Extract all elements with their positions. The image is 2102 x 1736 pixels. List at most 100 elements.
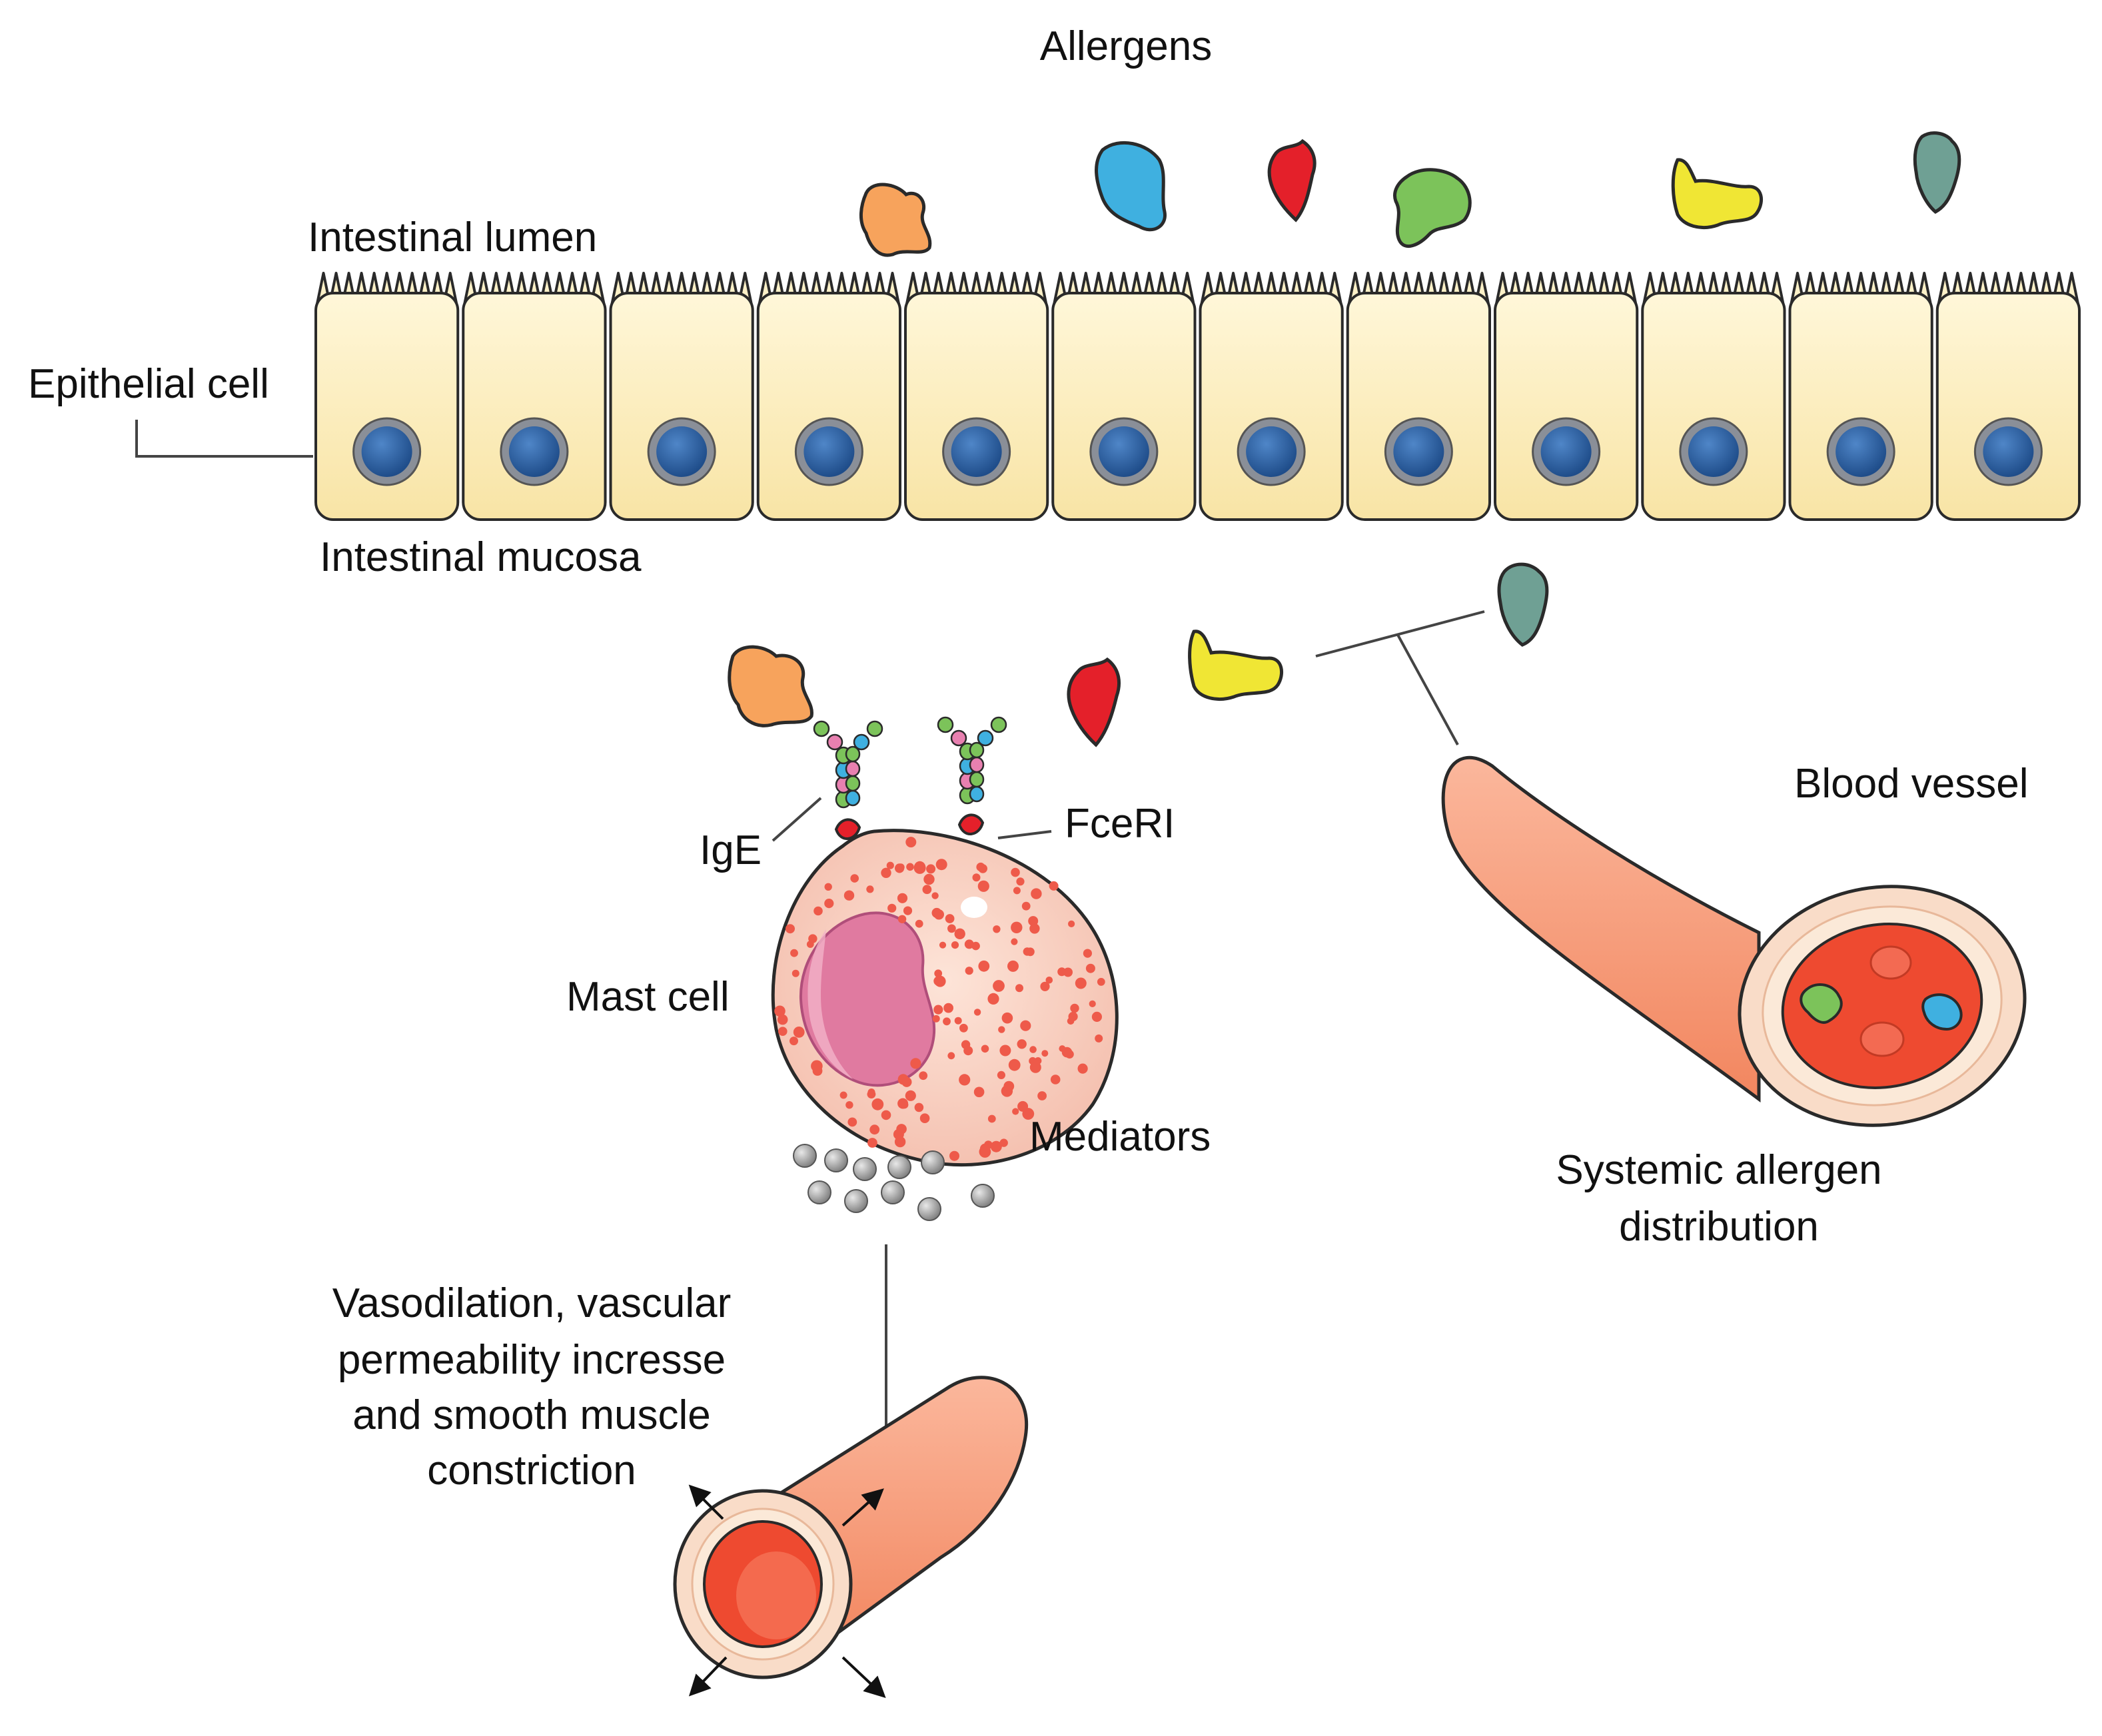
epithelial-cell-leader: [135, 420, 313, 458]
mast-cell-vacuole: [961, 897, 987, 918]
mast-cell: [771, 829, 1119, 1167]
granule: [973, 1009, 981, 1016]
nucleus: [1836, 426, 1887, 477]
ige-domain: [813, 720, 830, 737]
allergens-label: Allergens: [1040, 23, 1212, 69]
epithelial-cell-body: [609, 292, 754, 521]
ige-domain: [990, 716, 1007, 733]
granule: [947, 924, 956, 933]
granule: [897, 915, 907, 924]
granule: [990, 1140, 1002, 1152]
granule: [881, 867, 891, 879]
systemic-distribution-line-1: Systemic allergen: [1556, 1147, 1881, 1193]
large-vessel-wall: [1441, 756, 1761, 1102]
fceri-label: FceRI: [1065, 801, 1175, 847]
allergen-blue-blood-icon: [1921, 993, 1963, 1031]
granule: [1011, 867, 1020, 877]
granule: [1017, 1039, 1027, 1049]
granule: [965, 967, 973, 975]
granule: [978, 864, 987, 873]
mediator-particles: [793, 1144, 995, 1221]
nucleus: [1540, 426, 1592, 477]
granule: [839, 1091, 847, 1099]
dilation-arrow-bottom-left-icon: [688, 1656, 728, 1697]
granule: [845, 1101, 853, 1109]
granule: [1049, 881, 1059, 891]
systemic-distribution-line-2: distribution: [1619, 1204, 1819, 1250]
nucleus: [508, 426, 560, 477]
granule: [897, 893, 908, 903]
epithelial-cell: [756, 272, 901, 521]
ige-domain: [853, 733, 870, 751]
epithelial-cell: [1935, 272, 2081, 521]
granule: [1089, 1000, 1096, 1007]
granule: [790, 949, 798, 957]
granule: [789, 1037, 798, 1046]
systemic-branch-line-2: [1396, 634, 1459, 745]
granule: [886, 861, 894, 869]
ige-domain: [866, 720, 883, 737]
granule: [1023, 947, 1032, 956]
granule: [931, 892, 939, 899]
granule: [897, 1098, 909, 1109]
granule: [777, 1014, 788, 1025]
granule: [1095, 1034, 1103, 1043]
epithelial-cell: [1199, 272, 1344, 521]
red-blood-cell-1: [1869, 945, 1912, 980]
epithelial-cell-label: Epithelial cell: [28, 361, 269, 407]
granule: [1028, 916, 1039, 927]
granule: [1045, 977, 1053, 984]
granule: [933, 1005, 943, 1015]
granule: [1083, 949, 1092, 958]
granule: [1008, 1059, 1021, 1071]
allergen-teal-icon: [1913, 131, 1961, 215]
granule: [931, 907, 942, 918]
granule: [843, 890, 855, 901]
granule: [1068, 920, 1075, 927]
granule: [1007, 960, 1019, 972]
granule: [824, 899, 834, 909]
epithelial-cell: [904, 272, 1049, 521]
granule: [850, 874, 859, 883]
granule: [1021, 901, 1031, 911]
granule: [932, 1015, 940, 1023]
granule: [813, 906, 823, 916]
granule: [774, 1005, 786, 1017]
granule: [793, 1027, 805, 1038]
granule: [919, 1113, 930, 1123]
granule: [1061, 1047, 1073, 1058]
granule: [993, 925, 1001, 933]
large-vessel-lumen: [1781, 923, 1983, 1089]
granule: [977, 880, 989, 892]
granule: [987, 993, 999, 1005]
systemic-blood-vessel: [1441, 756, 2027, 1127]
granule: [978, 960, 990, 972]
mediator-particle: [881, 1180, 905, 1204]
mast-cell-granules: [774, 837, 1105, 1161]
ige-domain: [826, 733, 843, 751]
mediator-particle: [824, 1148, 848, 1172]
granule: [1013, 887, 1021, 895]
allergen-red-icon: [1267, 139, 1316, 222]
dilated-blood-vessel: [673, 1376, 1029, 1698]
ige-domain: [977, 729, 994, 747]
epithelial-cell-body: [1641, 292, 1786, 521]
mediator-particle: [853, 1157, 877, 1181]
epithelial-cell: [1788, 272, 1933, 521]
granule: [871, 1098, 884, 1110]
allergen-green-icon: [1393, 168, 1472, 248]
granule: [998, 1026, 1005, 1033]
epithelial-cell: [1641, 272, 1786, 521]
epithelial-cell: [314, 272, 460, 521]
granule: [1020, 1020, 1031, 1031]
granule: [1041, 1050, 1049, 1057]
granule: [973, 1086, 985, 1098]
nucleus: [803, 426, 855, 477]
mediator-particle: [844, 1189, 868, 1213]
granule: [887, 903, 897, 913]
granule: [1003, 1081, 1015, 1092]
granule: [1029, 923, 1040, 934]
ige-leader: [772, 797, 822, 842]
granule: [945, 914, 955, 923]
nucleus: [951, 426, 1002, 477]
